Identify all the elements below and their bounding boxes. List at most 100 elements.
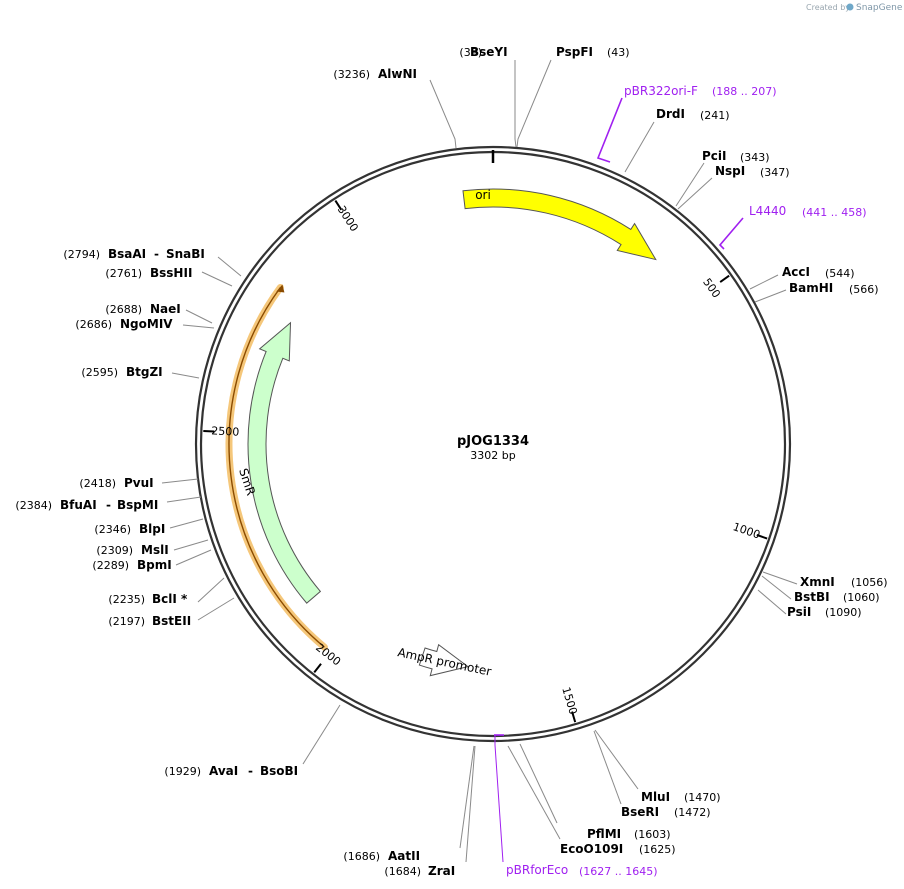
enzyme-pcii: PciI	[702, 149, 727, 163]
enzyme-aatii-pos: (1686)	[343, 850, 380, 863]
enzyme-msli: MslI	[141, 543, 169, 557]
enzyme-nspi-pos: (347)	[760, 166, 790, 179]
enzyme-bseri: BseRI	[621, 805, 659, 819]
plasmid-name: pJOG1334	[457, 434, 529, 449]
backbone-outer-ring	[194, 145, 792, 743]
tick-label-1500: 1500	[559, 686, 579, 717]
tick-mark-1000	[756, 534, 768, 540]
enzyme-pflmi-pos: (1603)	[634, 828, 671, 841]
enzyme-bpmi: BpmI	[137, 558, 172, 572]
watermark-prefix: Created by	[806, 3, 850, 12]
enzyme-ngomiv-pos: (2686)	[75, 318, 112, 331]
enzyme-pflmi: PflMI	[587, 827, 621, 841]
enzyme-psii: PsiI	[787, 605, 811, 619]
feature-arrow-ori[interactable]	[462, 188, 657, 261]
tick-label-3000: 3000	[335, 203, 361, 234]
enzyme-bstbi: BstBI	[794, 590, 830, 604]
enzyme-bstbi-pos: (1060)	[843, 591, 880, 604]
enzyme-avai-pos: (1929)	[164, 765, 201, 778]
enzyme-blpi-pos: (2346)	[94, 523, 131, 536]
enzyme-bseri-pos: (1472)	[674, 806, 711, 819]
enzyme-avai: AvaI	[209, 764, 238, 778]
enzyme-bcli-pos: (2235)	[108, 593, 145, 606]
enzyme-bfuai-pos: (2384)	[15, 499, 52, 512]
tick-label-2000: 2000	[313, 641, 343, 668]
enzyme-bsshii-pos: (2761)	[105, 267, 142, 280]
enzyme-zrai-pos: (1684)	[384, 865, 421, 878]
enzyme-btgzi-pos: (2595)	[81, 366, 118, 379]
enzyme-bseyi: BseYI	[470, 45, 508, 59]
enzyme-bfuai-separator: -	[106, 498, 111, 512]
enzyme-psii-pos: (1090)	[825, 606, 862, 619]
enzyme-bspmi: BspMI	[117, 498, 158, 512]
primer-pbrforeco-range: (1627 .. 1645)	[579, 865, 658, 878]
feature-layer	[247, 188, 657, 677]
tick-label-500: 500	[700, 276, 723, 301]
enzyme-pcii-pos: (343)	[740, 151, 770, 164]
enzyme-pvui-pos: (2418)	[79, 477, 116, 490]
enzyme-blpi: BlpI	[139, 522, 165, 536]
feature-arrow-smr[interactable]	[247, 321, 322, 604]
enzyme-bcli: BclI *	[152, 592, 188, 606]
enzyme-bfuai: BfuAI	[60, 498, 97, 512]
primer-pbr322ori-f-range: (188 .. 207)	[712, 85, 777, 98]
enzyme-pspfi-pos: (43)	[607, 46, 630, 59]
enzyme-aatii: AatII	[388, 849, 420, 863]
primer-l4440-range: (441 .. 458)	[802, 206, 867, 219]
enzyme-bpmi-pos: (2289)	[92, 559, 129, 572]
primer-pbr322ori-f: pBR322ori-F	[624, 84, 698, 98]
primer-markers	[494, 97, 744, 863]
enzyme-xmni-pos: (1056)	[851, 576, 888, 589]
tick-mark-1500	[571, 711, 577, 723]
highlight-layer	[225, 283, 328, 651]
enzyme-ecoo109i-pos: (1625)	[639, 843, 676, 856]
enzyme-xmni: XmnI	[800, 575, 835, 589]
enzyme-pvui: PvuI	[124, 476, 154, 490]
enzyme-naei: NaeI	[150, 302, 181, 316]
enzyme-acci-pos: (544)	[825, 267, 855, 280]
enzyme-bsaai-pos: (2794)	[63, 248, 100, 261]
enzyme-bsteii-pos: (2197)	[108, 615, 145, 628]
enzyme-pspfi: PspFI	[556, 45, 593, 59]
enzyme-zrai: ZraI	[428, 864, 455, 878]
watermark-brand: SnapGene	[856, 3, 903, 13]
feature-arrow-ampr-promoter[interactable]	[418, 643, 470, 677]
enzyme-bsaai: BsaAI	[108, 247, 146, 261]
tick-mark-500	[719, 274, 730, 283]
tick-mark-3000	[334, 200, 343, 211]
enzyme-ngomiv: NgoMIV	[120, 317, 173, 331]
plasmid-length: 3302 bp	[470, 449, 515, 462]
enzyme-bsshii: BssHII	[150, 266, 192, 280]
enzyme-bamhi-pos: (566)	[849, 283, 879, 296]
enzyme-alwni: AlwNI	[378, 67, 417, 81]
enzyme-bsaai-separator: -	[154, 247, 159, 261]
enzyme-mlui: MluI	[641, 790, 670, 804]
enzyme-leader-lines	[161, 59, 798, 863]
enzyme-naei-pos: (2688)	[105, 303, 142, 316]
smr-highlight-line	[228, 287, 325, 648]
primer-l4440: L4440	[749, 204, 786, 218]
enzyme-bamhi: BamHI	[789, 281, 833, 295]
enzyme-mlui-pos: (1470)	[684, 791, 721, 804]
enzyme-acci: AccI	[782, 265, 810, 279]
feature-label-ori: ori	[475, 188, 491, 202]
smr-highlight-arrowhead	[276, 284, 285, 293]
primer-pbrforeco: pBRforEco	[506, 863, 568, 877]
enzyme-bsobi: BsoBI	[260, 764, 298, 778]
tick-mark-2000	[313, 663, 322, 673]
tick-label-1000: 1000	[731, 520, 762, 541]
enzyme-drdi-pos: (241)	[700, 109, 730, 122]
enzyme-snabi: SnaBI	[166, 247, 205, 261]
enzyme-bseyi-pos: (39)	[459, 46, 482, 59]
enzyme-avai-separator: -	[248, 764, 253, 778]
tick-label-2500: 2500	[211, 424, 240, 438]
enzyme-nspi: NspI	[715, 164, 745, 178]
enzyme-alwni-pos: (3236)	[333, 68, 370, 81]
enzyme-ecoo109i: EcoO109I	[560, 842, 623, 856]
enzyme-bsteii: BstEII	[152, 614, 191, 628]
snapgene-logo-icon	[846, 3, 854, 11]
enzyme-msli-pos: (2309)	[96, 544, 133, 557]
enzyme-btgzi: BtgZI	[126, 365, 163, 379]
enzyme-drdi: DrdI	[656, 107, 685, 121]
